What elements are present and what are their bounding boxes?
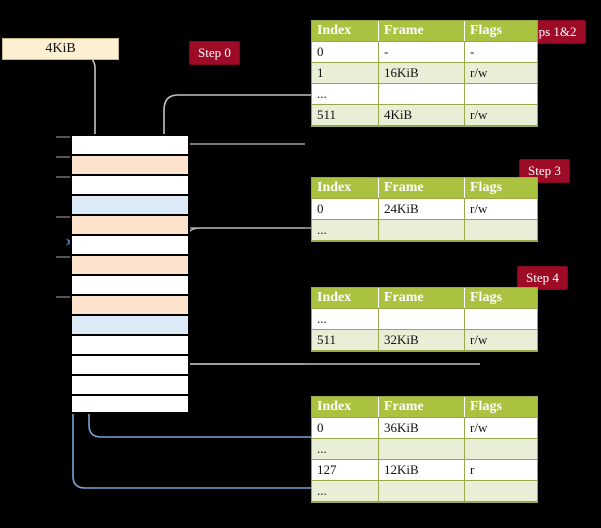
cell-flags [464, 83, 537, 105]
cell-flags: r/w [464, 329, 537, 351]
cell-index: 1 [312, 62, 379, 84]
memory-frame-tick [56, 156, 70, 158]
column-header-index: Index [312, 178, 379, 199]
memory-frame-tick [56, 216, 70, 218]
column-header-frame: Frame [378, 178, 465, 199]
cell-frame: 32KiB [378, 329, 465, 351]
memory-frame-row [70, 274, 190, 294]
memory-frame-tick [56, 256, 70, 258]
cell-frame [378, 480, 465, 502]
cell-frame [378, 438, 465, 460]
column-header-flags: Flags [464, 178, 537, 199]
table-row: ... [312, 219, 537, 241]
cell-index: 511 [312, 329, 379, 351]
badge-step-4: Step 4 [517, 266, 568, 290]
cell-index: ... [312, 219, 379, 241]
memory-frame-row [70, 374, 190, 394]
memory-frame-tick [56, 296, 70, 298]
column-header-index: Index [312, 397, 379, 418]
cell-flags: r/w [464, 417, 537, 439]
column-header-frame: Frame [378, 397, 465, 418]
cell-frame: 36KiB [378, 417, 465, 439]
table-row: ... [312, 308, 537, 330]
memory-frame-tick [56, 176, 70, 178]
column-header-frame: Frame [378, 288, 465, 309]
memory-frame-row [70, 394, 190, 414]
column-header-flags: Flags [464, 21, 537, 42]
memory-frame-row [56, 214, 190, 234]
cell-frame: 4KiB [378, 104, 465, 126]
cell-flags: r/w [464, 62, 537, 84]
column-header-flags: Flags [464, 397, 537, 418]
cell-flags: r [464, 459, 537, 481]
cell-flags: r/w [464, 198, 537, 220]
cell-frame [378, 219, 465, 241]
cell-index: ... [312, 83, 379, 105]
memory-frame-row [70, 334, 190, 354]
virtual-page-box: 4KiB [2, 38, 119, 60]
memory-frame-row [70, 234, 190, 254]
column-header-frame: Frame [378, 21, 465, 42]
cell-index: 0 [312, 417, 379, 439]
cell-frame [378, 308, 465, 330]
cell-index: ... [312, 308, 379, 330]
table-row: ... [312, 438, 537, 460]
memory-frame-row [70, 314, 190, 334]
memory-frame-tick [56, 136, 70, 138]
table-row: 0-- [312, 41, 537, 63]
cell-flags: - [464, 41, 537, 63]
cell-index: ... [312, 438, 379, 460]
column-header-index: Index [312, 288, 379, 309]
cell-index: 127 [312, 459, 379, 481]
memory-frame-row [56, 134, 190, 154]
memory-frame-row [56, 174, 190, 194]
cell-flags [464, 438, 537, 460]
table-row: ... [312, 480, 537, 502]
memory-frame-row [70, 354, 190, 374]
cell-frame: 12KiB [378, 459, 465, 481]
memory-frame-row [70, 194, 190, 214]
cell-frame: 24KiB [378, 198, 465, 220]
cell-flags: r/w [464, 104, 537, 126]
cell-frame: - [378, 41, 465, 63]
virtual-page-label: 4KiB [45, 41, 76, 56]
cell-flags [464, 219, 537, 241]
cell-frame: 16KiB [378, 62, 465, 84]
column-header-index: Index [312, 21, 379, 42]
cell-index: 0 [312, 198, 379, 220]
memory-frame-row [56, 294, 190, 314]
cell-index: 511 [312, 104, 379, 126]
physical-memory-column [56, 134, 190, 414]
cell-index: ... [312, 480, 379, 502]
table-row: ... [312, 83, 537, 105]
cell-flags [464, 480, 537, 502]
cell-index: 0 [312, 41, 379, 63]
badge-step-0: Step 0 [189, 41, 240, 65]
memory-frame-row [56, 254, 190, 274]
cell-frame [378, 83, 465, 105]
column-header-flags: Flags [464, 288, 537, 309]
memory-frame-row [56, 154, 190, 174]
cell-flags [464, 308, 537, 330]
